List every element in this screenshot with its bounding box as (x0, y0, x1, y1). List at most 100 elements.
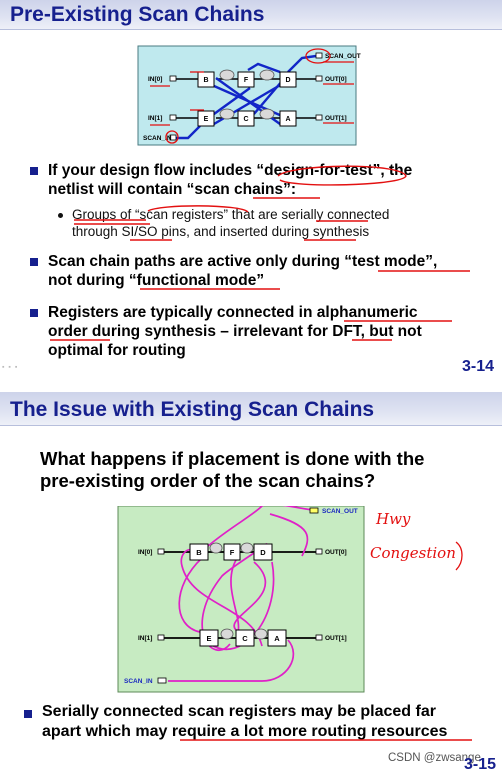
register-f-label: F (230, 548, 235, 557)
bullet-3-line-2: order during synthesis – irrelevant for … (48, 323, 422, 340)
question-line-2: pre-existing order of the scan chains? (40, 470, 376, 491)
register-d-label: D (285, 77, 290, 84)
bullet-1-line-2: netlist will contain “scan chains”: (48, 181, 297, 198)
scan-out-label: SCAN_OUT (322, 508, 358, 515)
logic-cloud (220, 628, 234, 640)
slide-3-15: The Issue with Existing Scan Chains What… (0, 392, 502, 777)
in1-label: IN[1] (148, 115, 162, 122)
red-annotation-marks (150, 48, 354, 144)
bullet-square (30, 258, 38, 266)
slide-separator (0, 378, 502, 392)
scan-path-segment (168, 639, 295, 682)
slide-title: The Issue with Existing Scan Chains (10, 398, 375, 421)
bullet-3-line-1: Registers are typically connected in alp… (48, 304, 418, 321)
register-c-label: C (243, 116, 248, 123)
sub-bullet-1-line-1: Groups of “scan registers” that are seri… (72, 207, 390, 222)
slide2-bullet-1-line-1: Serially connected scan registers may be… (42, 703, 436, 720)
logic-cloud (259, 69, 275, 81)
port-in1 (169, 114, 177, 121)
register-a-label: A (274, 634, 280, 643)
scan-path-segment (207, 506, 319, 547)
scan-in-label: SCAN_IN (143, 135, 172, 142)
register-c (235, 629, 255, 647)
register-a (267, 629, 287, 647)
register-d (253, 543, 273, 561)
bullet-square (30, 309, 38, 317)
port-scan-out (309, 507, 319, 514)
logic-cloud (209, 542, 223, 554)
register-d (279, 71, 297, 88)
register-e-label: E (204, 116, 209, 123)
register-f (237, 71, 255, 88)
port-out1 (315, 634, 323, 641)
scan-path-segment (247, 62, 281, 74)
bullet-square (24, 710, 32, 718)
register-b (197, 71, 215, 88)
port-scan-in (157, 677, 167, 684)
bullet-2: Scan chain paths are active only during … (48, 252, 498, 290)
watermark-text: CSDN @zwsange (388, 752, 481, 764)
bullet-3-line-3: optimal for routing (48, 342, 186, 359)
scan-path-segment (269, 513, 309, 557)
register-d-label: D (260, 548, 266, 557)
scan-chain-diagram: B F D E C A IN[0] IN[1] SCAN_IN OUT[0] O… (137, 45, 361, 146)
register-c-label: C (242, 634, 248, 643)
in1-label: IN[1] (138, 635, 152, 642)
sub-bullet-1: Groups of “scan registers” that are seri… (72, 206, 492, 240)
side-marker: ▪ ▪ ▪ (2, 364, 19, 371)
in0-label: IN[0] (148, 76, 162, 83)
port-scan-out (315, 52, 323, 59)
scan-path-segment (287, 54, 317, 73)
out1-label: OUT[1] (325, 115, 347, 122)
handwriting-line-1: Hwy (375, 510, 411, 528)
scan-chain-placement-diagram: B F D E C A IN[0] IN[1] SCAN_IN OUT[0] O… (117, 506, 365, 693)
slide-number: 3-14 (462, 358, 495, 375)
logic-cloud (240, 542, 254, 554)
register-c (237, 110, 255, 127)
register-e (197, 110, 215, 127)
register-a (279, 110, 297, 127)
slide2-bullet-1: Serially connected scan registers may be… (42, 702, 492, 742)
slide2-bullet-1-line-2: apart which may require a lot more routi… (42, 723, 448, 740)
scan-path-segment (213, 87, 251, 115)
question-text: What happens if placement is done with t… (40, 448, 480, 492)
bullet-1: If your design flow includes “design-for… (48, 161, 498, 199)
handwritten-congestion-note: Hwy Congestion (370, 510, 463, 571)
register-b (189, 543, 209, 561)
bullet-1-line-1: If your design flow includes “design-for… (48, 162, 413, 179)
out0-label: OUT[0] (325, 76, 347, 83)
scan-in-label: SCAN_IN (124, 678, 153, 685)
port-in0 (169, 75, 177, 82)
register-e (199, 629, 219, 647)
scan-path-segment (178, 557, 203, 633)
logic-cloud (254, 628, 268, 640)
scan-path-segment (180, 548, 263, 647)
port-scan-in (169, 134, 177, 141)
in0-label: IN[0] (138, 549, 152, 556)
register-b-label: B (196, 548, 202, 557)
register-b-label: B (203, 77, 208, 84)
title-bar: Pre-Existing Scan Chains (0, 0, 502, 30)
out1-label: OUT[1] (325, 635, 347, 642)
diagram-background (137, 45, 357, 146)
logic-cloud (219, 108, 235, 120)
out0-label: OUT[0] (325, 549, 347, 556)
logic-cloud (219, 69, 235, 81)
port-out1 (315, 114, 323, 121)
bullet-square (30, 167, 38, 175)
scan-path-segment (233, 561, 267, 631)
register-f-label: F (244, 77, 249, 84)
port-out0 (315, 75, 323, 82)
title-bar: The Issue with Existing Scan Chains (0, 392, 502, 426)
handwriting-line-2: Congestion (370, 544, 456, 562)
register-f (223, 543, 241, 561)
slide-title: Pre-Existing Scan Chains (10, 3, 265, 26)
slide-number: 3-15 (464, 756, 497, 773)
port-in1 (157, 634, 165, 641)
bullet-2-line-1: Scan chain paths are active only during … (48, 253, 438, 270)
bullet-3: Registers are typically connected in alp… (48, 303, 498, 360)
sub-bullet-dot (58, 213, 63, 218)
bullet-2-line-2: not during “functional mode” (48, 272, 265, 289)
scan-path-segment (176, 125, 201, 140)
slide-3-14: Pre-Existing Scan Chains (0, 0, 502, 378)
